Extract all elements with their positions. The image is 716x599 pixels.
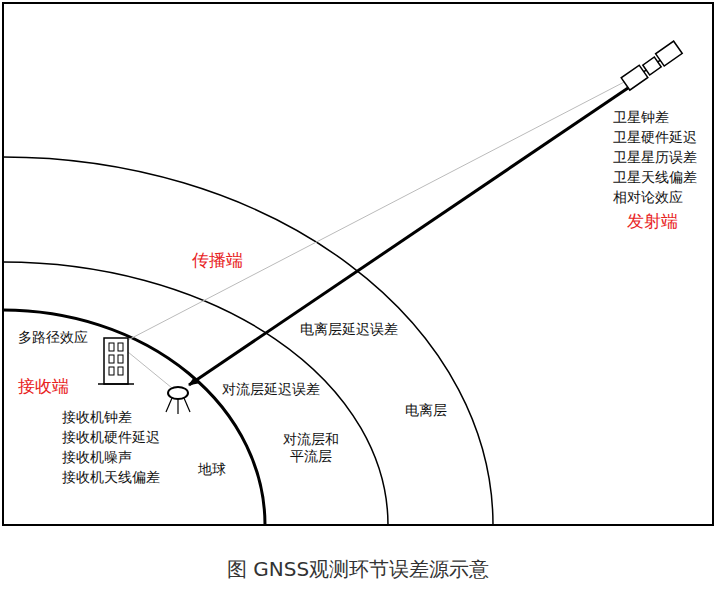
section-label: 发射端 bbox=[627, 211, 678, 231]
layer-label: 电离层 bbox=[405, 403, 447, 420]
error-source: 电离层延迟误差 bbox=[300, 322, 398, 339]
figure-caption: 图 GNSS观测环节误差源示意 bbox=[0, 556, 716, 583]
section-label: 传播端 bbox=[192, 250, 243, 270]
ionosphere-boundary bbox=[3, 157, 493, 525]
error-source: 卫星天线偏差 bbox=[613, 170, 697, 187]
error-source: 卫星硬件延迟 bbox=[613, 130, 697, 147]
troposphere-boundary bbox=[3, 262, 388, 525]
frame bbox=[3, 3, 713, 525]
error-source: 多路径效应 bbox=[18, 330, 88, 347]
reflected-path bbox=[128, 352, 172, 388]
error-source: 接收机天线偏差 bbox=[62, 470, 160, 487]
error-source: 接收机噪声 bbox=[62, 450, 132, 467]
layer-label: 地球 bbox=[198, 462, 226, 479]
error-source: 接收机钟差 bbox=[62, 410, 132, 427]
error-source: 接收机硬件延迟 bbox=[62, 430, 160, 447]
receiver-icon bbox=[166, 387, 190, 414]
layer-label: 对流层和 平流层 bbox=[281, 432, 341, 466]
section-label: 接收端 bbox=[18, 376, 69, 396]
satellite-icon bbox=[621, 41, 682, 90]
direct-signal-arrow bbox=[189, 88, 628, 385]
error-source: 卫星钟差 bbox=[613, 110, 669, 127]
earth-surface bbox=[3, 310, 265, 525]
building-icon bbox=[98, 338, 134, 384]
error-source: 对流层延迟误差 bbox=[222, 382, 320, 399]
error-source: 相对论效应 bbox=[613, 190, 683, 207]
signal-path bbox=[128, 80, 628, 340]
error-source: 卫星星历误差 bbox=[613, 150, 697, 167]
